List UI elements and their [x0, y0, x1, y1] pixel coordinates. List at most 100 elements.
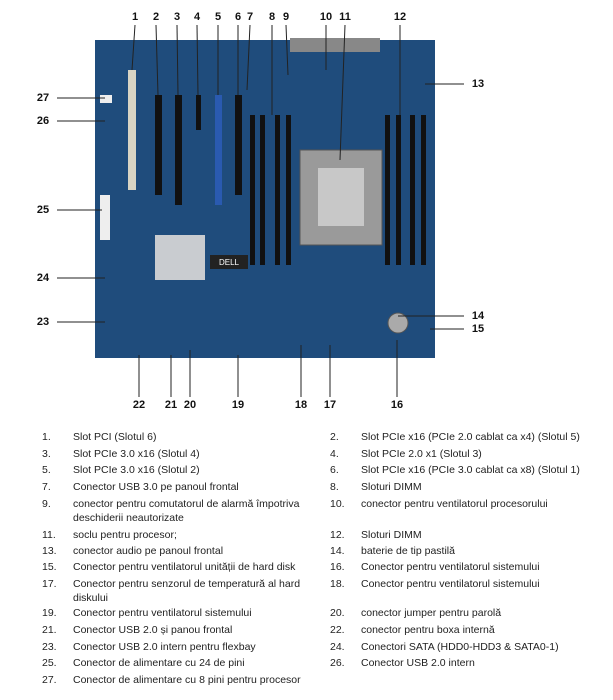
legend-number: 18.: [330, 578, 345, 590]
legend-text: Conector pentru ventilatorul unității de…: [73, 561, 296, 573]
legend-number: 16.: [330, 561, 345, 573]
dimm-slots-left: [250, 115, 291, 265]
legend-number: 7.: [42, 481, 51, 493]
legend-text: Slot PCI (Slotul 6): [73, 431, 157, 443]
pcie-slot-4: [175, 95, 182, 205]
leader-line: [196, 24, 199, 96]
legend-text: Conector de alimentare cu 8 pini pentru …: [73, 674, 301, 686]
legend-number: 22.: [330, 624, 345, 636]
callout-10: 10: [319, 11, 333, 23]
legend-text: baterie de tip pastilă: [361, 545, 455, 557]
callout-11: 11: [339, 11, 351, 23]
legend-text: conector pentru ventilatorul procesorulu…: [361, 498, 548, 510]
legend-text: Conector USB 2.0 și panou frontal: [73, 624, 233, 636]
legend-number: 4.: [330, 448, 339, 460]
legend-text: Slot PCIe 2.0 x1 (Slotul 3): [361, 448, 482, 460]
pcie-slot-3: [196, 95, 201, 130]
callout-6: 6: [234, 11, 242, 23]
legend-text: Conectori SATA (HDD0-HDD3 & SATA0-1): [361, 641, 559, 653]
legend-text: Slot PCIe 3.0 x16 (Slotul 4): [73, 448, 200, 460]
leader-line: [285, 24, 289, 76]
callout-8: 8: [268, 11, 276, 23]
legend-number: 21.: [42, 624, 57, 636]
legend-number: 15.: [42, 561, 57, 573]
legend-number: 9.: [42, 498, 51, 510]
legend-text: Slot PCIe x16 (PCIe 3.0 cablat ca x8) (S…: [361, 464, 580, 476]
legend-text: conector pentru comutatorul de alarmă îm…: [73, 498, 300, 524]
callout-1: 1: [131, 11, 139, 23]
callout-4: 4: [193, 11, 201, 23]
legend-text: conector pentru boxa internă: [361, 624, 495, 636]
callout-24: 24: [36, 272, 50, 284]
atx-power-connector: [100, 195, 110, 240]
legend-text: Conector USB 3.0 pe panoul frontal: [73, 481, 239, 493]
legend-number: 6.: [330, 464, 339, 476]
callout-2: 2: [152, 11, 160, 23]
callout-7: 7: [246, 11, 254, 23]
callout-22: 22: [132, 399, 146, 411]
chipset-heatsink: [155, 235, 205, 280]
legend-text: Sloturi DIMM: [361, 481, 422, 493]
legend-number: 5.: [42, 464, 51, 476]
legend-number: 23.: [42, 641, 57, 653]
legend-number: 27.: [42, 674, 57, 686]
callout-26: 26: [36, 115, 50, 127]
legend-number: 19.: [42, 607, 57, 619]
callout-23: 23: [36, 316, 50, 328]
legend-number: 14.: [330, 545, 345, 557]
legend-text: Sloturi DIMM: [361, 529, 422, 541]
callout-12: 12: [393, 11, 407, 23]
callout-9: 9: [282, 11, 290, 23]
legend-number: 26.: [330, 657, 345, 669]
legend-text: soclu pentru procesor;: [73, 529, 177, 541]
legend-text: Slot PCIe x16 (PCIe 2.0 cablat ca x4) (S…: [361, 431, 580, 443]
legend-text: Conector pentru ventilatorul sistemului: [361, 578, 540, 590]
legend-text: Slot PCIe 3.0 x16 (Slotul 2): [73, 464, 200, 476]
pci-slot: [128, 70, 136, 190]
dell-logo: DELL: [219, 258, 240, 267]
legend-number: 2.: [330, 431, 339, 443]
legend-number: 25.: [42, 657, 57, 669]
callout-18: 18: [294, 399, 308, 411]
legend-text: Conector pentru ventilatorul sistemului: [73, 607, 252, 619]
legend-number: 12.: [330, 529, 345, 541]
coin-battery: [387, 312, 409, 334]
callout-13: 13: [471, 78, 485, 90]
legend-number: 13.: [42, 545, 57, 557]
pcie-slot-5: [155, 95, 162, 195]
callout-20: 20: [183, 399, 197, 411]
legend-text: Conector pentru ventilatorul sistemului: [361, 561, 540, 573]
leader-line: [176, 24, 179, 96]
pcie-slot-1: [235, 95, 242, 195]
pcie-slot-2: [215, 95, 222, 205]
rear-io-ports: [290, 38, 380, 52]
callout-19: 19: [231, 399, 245, 411]
legend-text: Conector USB 2.0 intern: [361, 657, 475, 669]
legend-number: 1.: [42, 431, 51, 443]
callout-5: 5: [214, 11, 222, 23]
callout-16: 16: [390, 399, 404, 411]
legend-text: Conector pentru senzorul de temperatură …: [73, 578, 301, 604]
legend-number: 10.: [330, 498, 345, 510]
legend-number: 17.: [42, 578, 57, 590]
legend-number: 20.: [330, 607, 345, 619]
leader-line: [339, 24, 346, 161]
motherboard-diagram: DELL: [57, 24, 464, 397]
legend-text: conector audio pe panoul frontal: [73, 545, 224, 557]
dimm-slots-right: [385, 115, 426, 265]
legend-number: 24.: [330, 641, 345, 653]
callout-14: 14: [471, 310, 485, 322]
leader-line: [131, 24, 136, 71]
callout-27: 27: [36, 92, 50, 104]
callout-15: 15: [471, 323, 485, 335]
legend-number: 11.: [42, 529, 56, 541]
callout-21: 21: [164, 399, 178, 411]
legend-text: Conector USB 2.0 intern pentru flexbay: [73, 641, 256, 653]
callout-25: 25: [36, 204, 50, 216]
leader-line: [155, 24, 159, 96]
legend-number: 8.: [330, 481, 339, 493]
leader-line: [246, 24, 251, 91]
legend-text: conector jumper pentru parolă: [361, 607, 502, 619]
legend-text: Conector de alimentare cu 24 de pini: [73, 657, 245, 669]
